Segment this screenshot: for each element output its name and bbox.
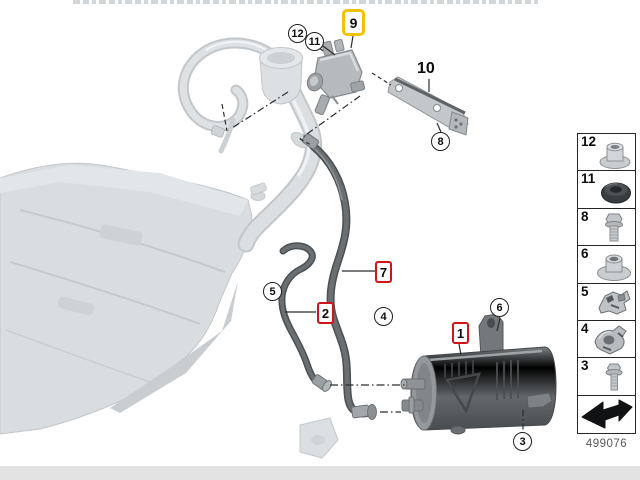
callout-11[interactable]: 11 <box>305 32 324 51</box>
vent-hose-2 <box>278 242 332 392</box>
drawing-number: 499076 <box>585 438 628 450</box>
fastener-legend: 12 11 8 <box>577 133 636 434</box>
lower-ghost-bracket <box>299 417 339 459</box>
callout-3[interactable]: 3 <box>513 432 532 451</box>
legend-number: 4 <box>581 320 589 336</box>
legend-item-3[interactable]: 3 <box>578 358 635 396</box>
leader-lines <box>221 35 524 432</box>
return-arrow-icon <box>581 399 633 429</box>
legend-number: 11 <box>581 171 596 187</box>
callout-12[interactable]: 12 <box>288 24 307 43</box>
filler-pipe-ghost <box>177 37 323 253</box>
callout-7[interactable]: 7 <box>375 261 392 283</box>
callout-8[interactable]: 8 <box>431 132 450 151</box>
callout-10[interactable]: 10 <box>417 60 435 77</box>
hex-bolt-icon <box>605 213 623 242</box>
legend-item-12[interactable]: 12 <box>578 134 635 172</box>
clipped-header-text <box>73 0 540 4</box>
flange-nut-icon <box>597 254 631 281</box>
spring-clip-icon <box>598 290 631 315</box>
fuel-tank-ghost <box>0 162 267 435</box>
flange-screw-icon <box>605 363 623 391</box>
legend-item-11[interactable]: 11 <box>578 171 635 209</box>
callout-5[interactable]: 5 <box>263 282 282 301</box>
mounting-bracket <box>387 76 469 136</box>
legend-item-8[interactable]: 8 <box>578 208 635 247</box>
rubber-grommet-icon <box>601 182 631 204</box>
legend-item-6[interactable]: 6 <box>578 246 635 284</box>
callout-2[interactable]: 2 <box>317 302 334 324</box>
legend-item-back[interactable] <box>578 396 635 433</box>
callout-9-selected[interactable]: 9 <box>342 9 365 36</box>
holder-clip-icon <box>594 325 627 355</box>
legend-item-4[interactable]: 4 <box>578 320 635 359</box>
callout-1[interactable]: 1 <box>452 322 469 344</box>
callout-4[interactable]: 4 <box>374 307 393 326</box>
legend-number: 12 <box>581 134 597 149</box>
legend-number: 3 <box>581 358 589 374</box>
legend-number: 5 <box>581 283 589 299</box>
sleeve-grommet-icon <box>599 143 631 170</box>
callout-6[interactable]: 6 <box>490 298 509 317</box>
legend-number: 8 <box>581 208 589 224</box>
footer-bar <box>0 466 640 480</box>
charcoal-canister <box>400 313 557 435</box>
vent-valve <box>306 38 366 116</box>
legend-number: 6 <box>581 246 589 262</box>
legend-item-5[interactable]: 5 <box>578 284 635 321</box>
